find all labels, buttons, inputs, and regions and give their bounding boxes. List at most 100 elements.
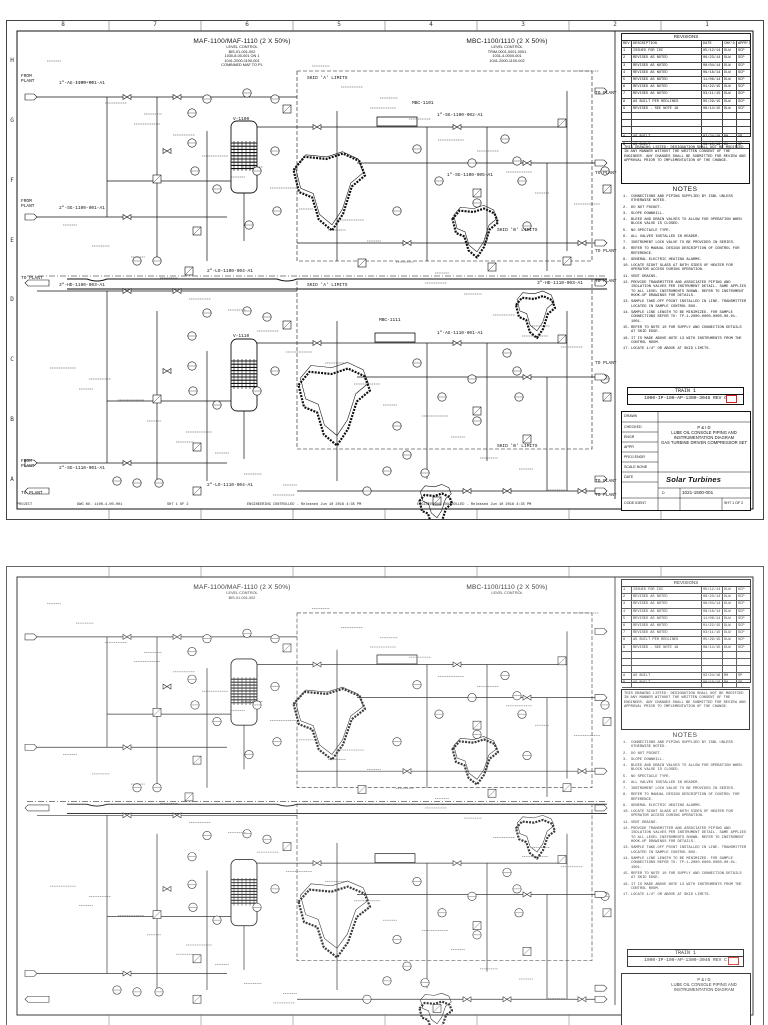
instrument-box-mark — [152, 394, 162, 404]
warning-box: THIS DRAWING LISTED: DESIGNATION SHALL N… — [621, 143, 750, 184]
area-label: SKID 'A' LIMITS — [307, 76, 348, 81]
instrument-box-mark — [184, 792, 194, 802]
vessel-shell — [230, 338, 258, 412]
equipment-label: V-1100 — [233, 117, 250, 122]
valve-symbol — [122, 744, 132, 751]
edge-tag-right: TO PLANT — [595, 479, 617, 484]
note-item: 7.INSTRUMENT LOCK VALVE TO BE PROVIDED I… — [623, 241, 747, 245]
valve-symbol — [522, 694, 532, 701]
note-number: 1. — [623, 195, 628, 199]
note-text: DO NOT POCKET. — [631, 205, 662, 210]
edge-tag-right: TO PLANT — [595, 493, 617, 498]
header-left: MAF-1100/MAF-1110 (2 X 50%) LEVEL CONTRO… — [177, 38, 307, 68]
drawing-sheet-primary: 8 7 6 5 4 3 2 1 H G F E D C B A MAF-1100… — [6, 20, 764, 520]
revision-row — [622, 658, 750, 667]
off-page-connector — [594, 694, 608, 701]
note-number: 9. — [623, 803, 628, 808]
revision-cell — [632, 651, 702, 658]
drawing-number: 1021-1500-001 — [682, 491, 714, 495]
revision-cell: SCP — [738, 92, 745, 97]
tb-cell: PROJ ENGR — [624, 455, 645, 459]
revision-cell: 5 — [622, 615, 632, 622]
instrument-box-mark — [432, 1004, 442, 1013]
off-page-connector — [594, 984, 608, 992]
rev-header-cell: CHK'D — [723, 41, 737, 48]
revision-cloud-inner — [420, 484, 452, 519]
instrument-box-mark — [282, 842, 292, 851]
revision-cell — [723, 120, 737, 127]
header-right-line: TRIM-0001-0001-0001 — [487, 49, 527, 54]
revision-cell — [737, 666, 750, 672]
instrument-box-mark — [472, 721, 482, 730]
revision-cell: 03/11/15 — [702, 630, 723, 637]
revision-row — [622, 112, 750, 121]
instrument-box-mark — [562, 783, 572, 792]
heat-exchanger — [374, 332, 416, 343]
revision-cell: ISSUED FOR IDC — [632, 587, 702, 594]
revision-cell: RH — [723, 680, 737, 687]
revision-cell: SCP — [738, 49, 745, 54]
revision-cell: DLW — [723, 615, 737, 622]
revision-cloud — [451, 738, 500, 786]
revision-cloud — [297, 885, 372, 959]
instrument-box-mark — [487, 789, 497, 798]
bottom-strip-text: PROJECT — [17, 503, 33, 507]
pid-title-line: INSTRUMENTATION DIAGRAM — [673, 435, 735, 440]
off-page-connector — [24, 970, 38, 977]
equipment-label: MBC-1111 — [379, 318, 401, 323]
note-number: 12. — [623, 826, 630, 831]
preview-title-block: P & I D LUBE OIL CONSOLE PIPING AND INST… — [621, 973, 751, 1025]
revision-cell — [622, 127, 632, 134]
valve-symbol — [172, 633, 182, 640]
off-page-connector — [24, 459, 38, 467]
revision-cell: 06/23/14 — [702, 55, 723, 62]
off-page-connector — [594, 487, 608, 495]
revision-cell: ISSUED FOR IDC — [632, 48, 702, 55]
revision-cell: SCP — [738, 638, 745, 643]
note-number: 13. — [623, 300, 630, 305]
title-block-grid — [622, 412, 750, 510]
revision-cell: SCP — [738, 106, 745, 111]
notes-title: NOTES — [672, 186, 698, 193]
zone-letters-left: H G F E D C B A — [7, 31, 17, 509]
header-left-title: MAF-1100/MAF-1110 (2 X 50%) — [193, 38, 291, 45]
instrument-box-mark — [602, 908, 612, 917]
note-text: SLOPE DOWNHILL. — [631, 757, 665, 762]
note-number: 10. — [623, 264, 630, 269]
line-number: 2"-SG-1100-001-A1 — [59, 206, 105, 211]
note-text: SAMPLE LINE LENGTH TO BE MINIMIZED. FOR … — [631, 310, 738, 324]
note-number: 17. — [623, 347, 630, 352]
note-text: REFER TO MANUAL DESIGN DESCRIPTION OF CO… — [631, 793, 740, 802]
revision-cell: DLW — [723, 637, 737, 644]
instrument-box-mark — [282, 104, 292, 114]
valve-symbol — [577, 996, 587, 1003]
valve-symbol — [122, 633, 132, 640]
valve-symbol — [502, 487, 512, 495]
off-page-connector — [24, 804, 50, 812]
revision-cell: DLW — [723, 644, 737, 651]
note-text: INSTRUMENT LOCK VALVE TO BE PROVIDED IN … — [631, 787, 736, 792]
note-number: 11. — [623, 820, 630, 825]
revision-cell: REVISED AS NOTED — [632, 76, 702, 84]
revision-cell: SCP — [738, 99, 745, 104]
note-text: LOCATE SIGHT GLASS AT BOTH SIDES OF HEAT… — [631, 810, 733, 819]
note-item: 17.LOCATE 1/4" OR ABOVE AT SKID LIMITS. — [623, 893, 747, 897]
valve-symbol — [452, 339, 462, 347]
note-text: LOCATE 1/4" OR ABOVE AT SKID LIMITS. — [631, 347, 711, 352]
note-number: 11. — [623, 274, 630, 279]
zone-number: 2 — [613, 21, 617, 28]
instrument-box-mark — [487, 262, 497, 272]
revision-cell: SCP — [738, 588, 745, 592]
zone-letter: D — [10, 296, 14, 304]
revision-cell: B — [622, 680, 632, 687]
revision-cell: REVISED AS NOTED — [632, 594, 702, 601]
note-text: IT IS MADE ABOVE NOTE 13 WITH INSTRUMENT… — [631, 882, 742, 891]
instrument-box-mark — [357, 258, 367, 268]
revision-cell: 8 — [622, 98, 632, 105]
off-page-connector — [24, 279, 50, 287]
instrument-box-mark — [152, 708, 162, 717]
line-number: 3"-HD-1100-003-A1 — [59, 283, 105, 288]
